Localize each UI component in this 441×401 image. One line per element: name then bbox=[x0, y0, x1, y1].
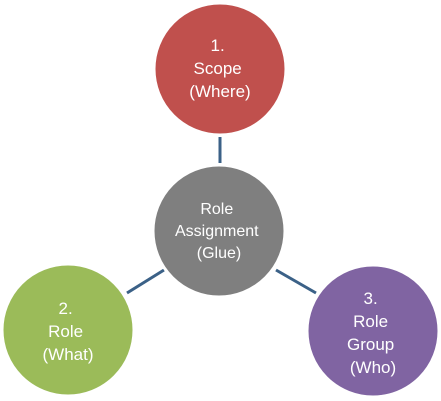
role-group-line-1: 3. bbox=[364, 289, 378, 308]
scope-line-1: 1. bbox=[211, 36, 225, 55]
connector-role-group bbox=[275, 268, 317, 295]
role-group-line-2: Role bbox=[353, 312, 388, 331]
role-circle bbox=[0, 262, 136, 398]
role-assignment-line-2: Assignment bbox=[175, 223, 259, 240]
role-label: 2. Role (What) bbox=[43, 299, 94, 364]
scope-circle bbox=[152, 1, 288, 137]
role-group-node: 3. Role Group (Who) bbox=[305, 263, 441, 399]
role-line-2: Role bbox=[48, 322, 83, 341]
scope-line-3: (Where) bbox=[189, 82, 250, 101]
scope-label: 1. Scope (Where) bbox=[189, 36, 250, 101]
role-group-line-4: (Who) bbox=[350, 358, 396, 377]
role-line-1: 2. bbox=[59, 299, 73, 318]
scope-node: 1. Scope (Where) bbox=[152, 1, 288, 137]
role-group-line-3: Group bbox=[347, 335, 394, 354]
role-assignment-label: Role Assignment (Glue) bbox=[175, 201, 263, 262]
role-group-label: 3. Role Group (Who) bbox=[347, 289, 399, 377]
role-node: 2. Role (What) bbox=[0, 262, 136, 398]
role-assignment-node: Role Assignment (Glue) bbox=[151, 163, 287, 299]
connector-role bbox=[126, 268, 165, 295]
role-assignment-line-3: (Glue) bbox=[197, 245, 241, 262]
scope-line-2: Scope bbox=[194, 59, 242, 78]
role-line-3: (What) bbox=[43, 345, 94, 364]
role-assignment-circle bbox=[151, 163, 287, 299]
role-group-circle bbox=[305, 263, 441, 399]
role-assignment-line-1: Role bbox=[200, 201, 233, 218]
